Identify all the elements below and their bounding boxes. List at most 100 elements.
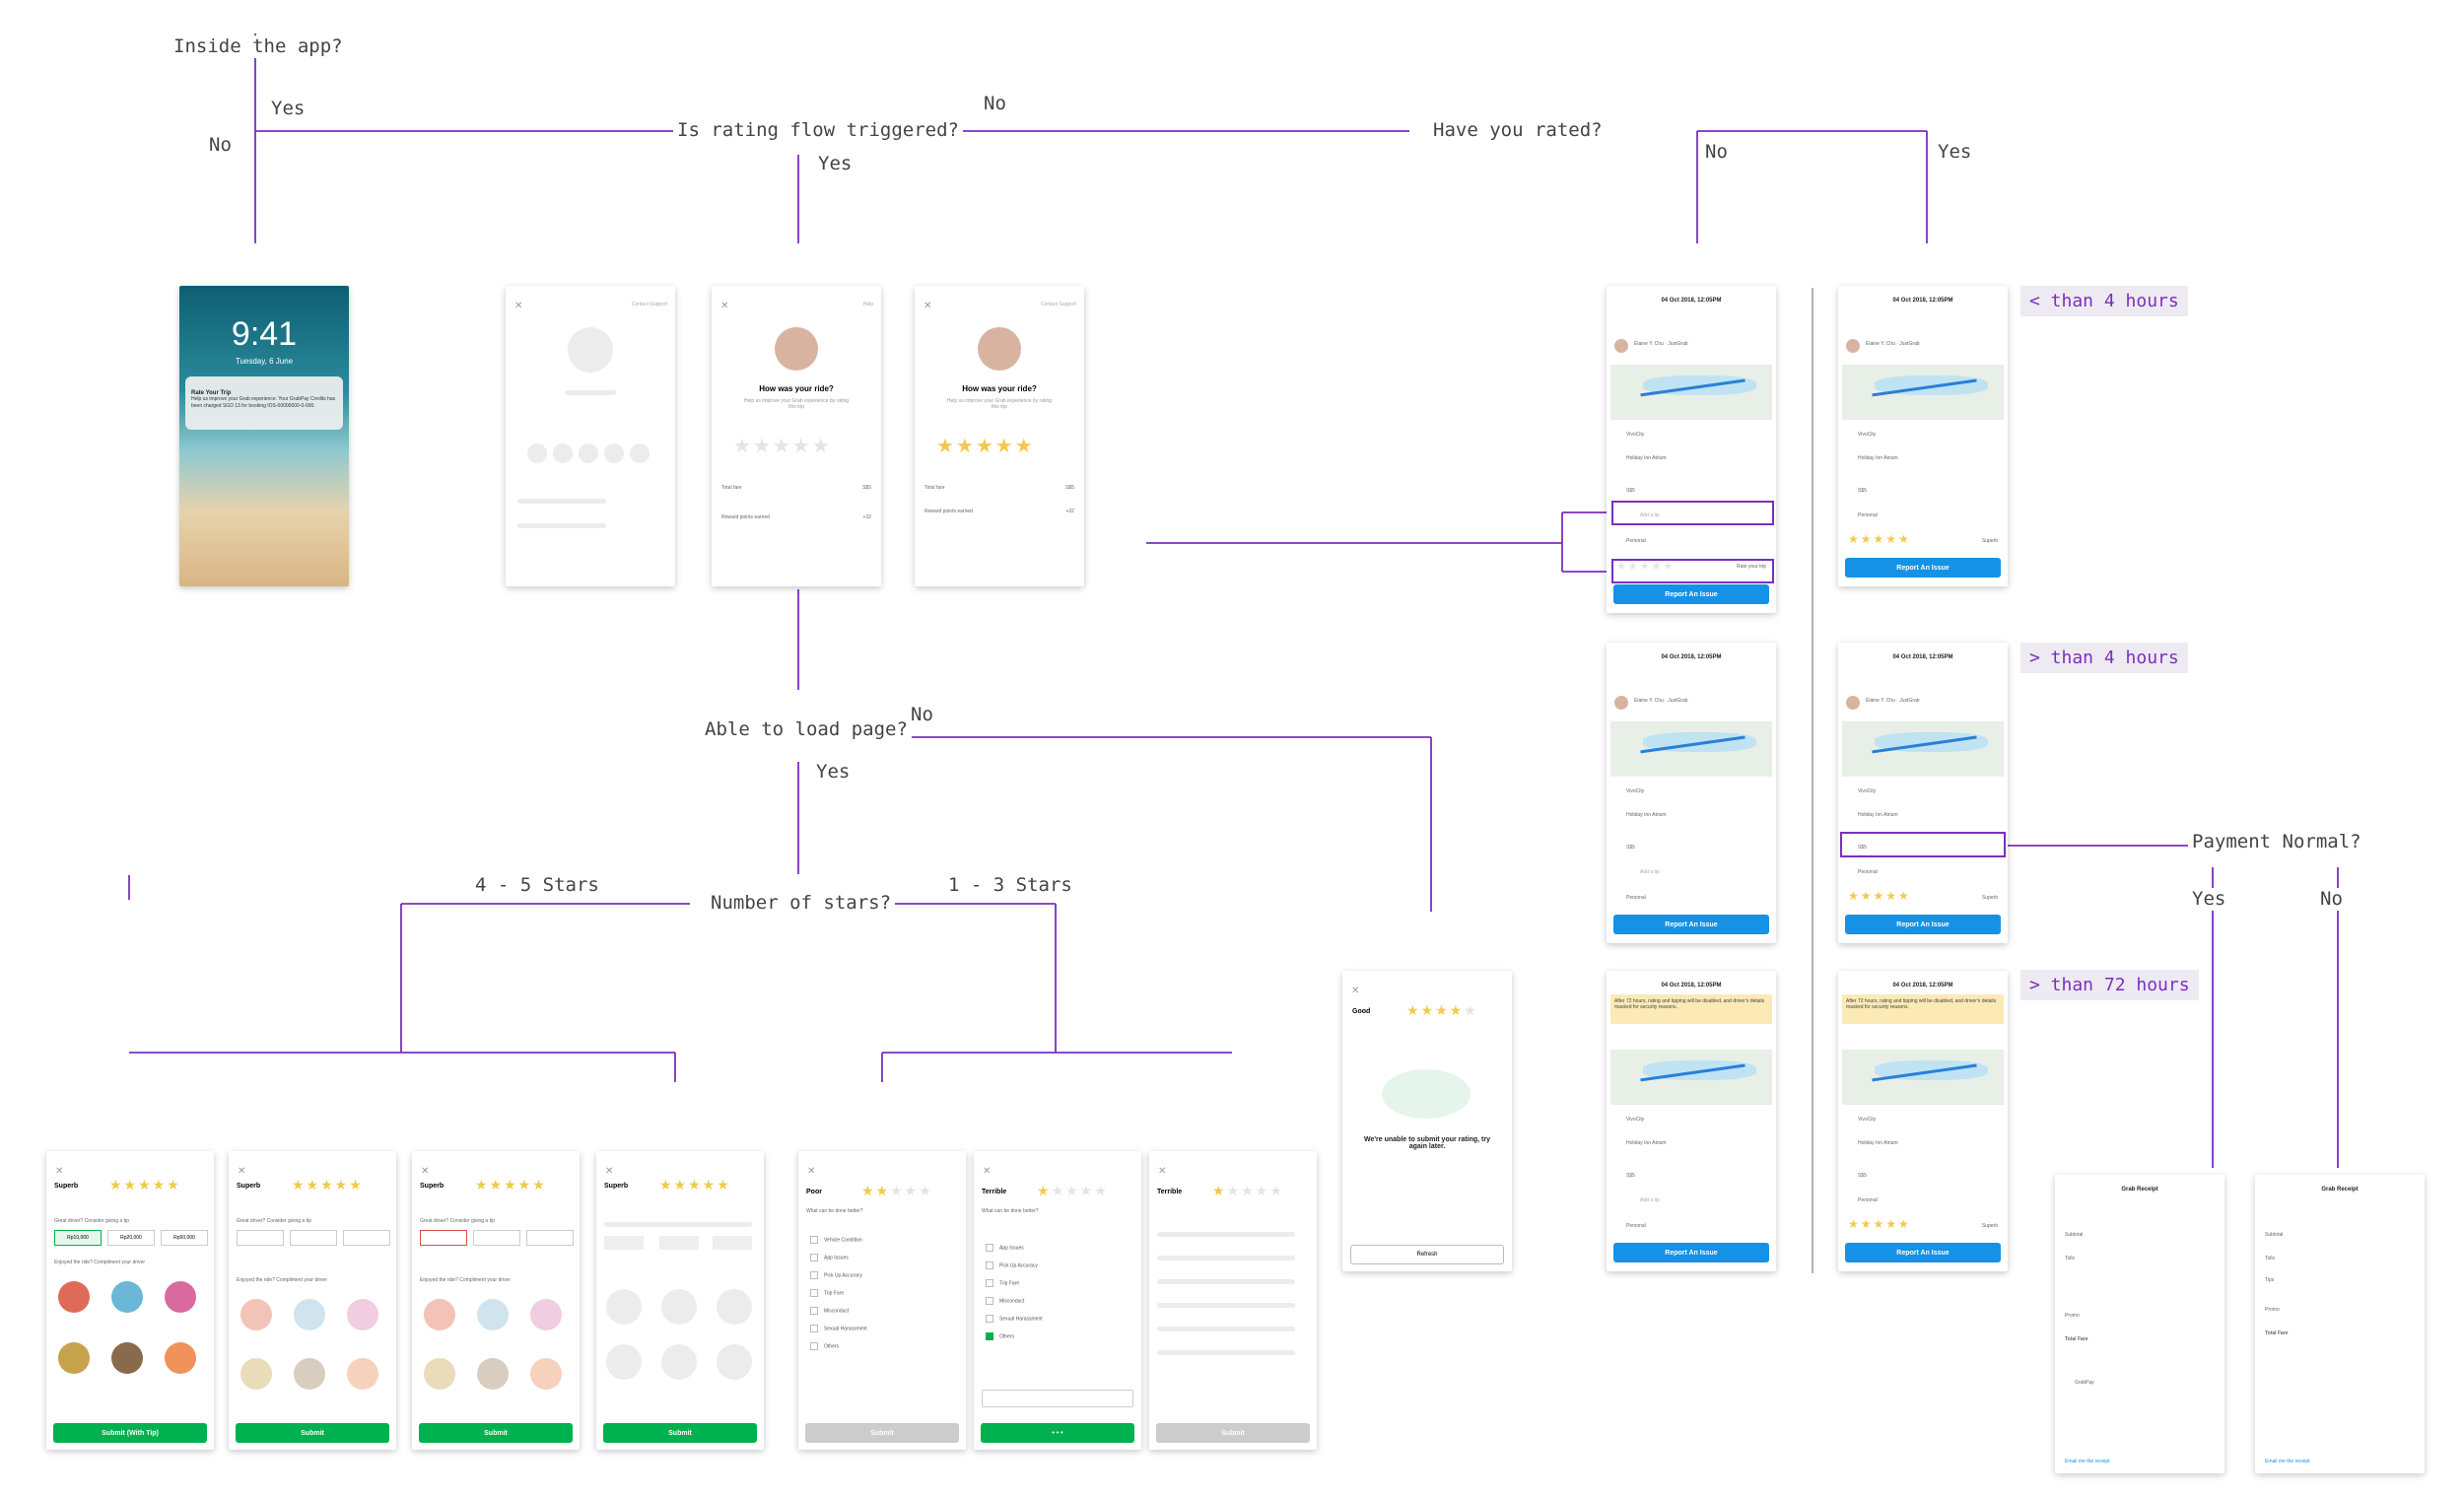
rating-screen-empty: ✕ Help How was your ride? Help us improv… — [712, 286, 881, 586]
tip-option-2[interactable]: Rp20,000 — [107, 1230, 155, 1246]
close-icon[interactable]: ✕ — [605, 1166, 614, 1177]
close-icon[interactable]: ✕ — [983, 1166, 992, 1177]
option-item[interactable]: Pick Up Accuracy — [810, 1271, 867, 1279]
total-label: Total Fare — [2265, 1330, 2289, 1336]
report-issue-button[interactable]: Report An Issue — [1613, 915, 1769, 934]
pickup-location: VivoCity — [1858, 432, 1877, 438]
rating-word: Superb — [1981, 538, 1998, 544]
email-receipt-link[interactable]: Email me the receipt — [2065, 1459, 2110, 1465]
compliment-clean-icon[interactable] — [424, 1299, 455, 1330]
tip-option-2[interactable] — [290, 1230, 337, 1246]
submit-loading-button[interactable]: • • • — [981, 1423, 1134, 1443]
selected-stars[interactable]: ★★★★★ — [475, 1177, 547, 1192]
close-icon[interactable]: ✕ — [1158, 1166, 1167, 1177]
tip-option-3[interactable] — [526, 1230, 574, 1246]
option-item[interactable]: Trip Fare — [810, 1289, 867, 1297]
help-link[interactable]: Help — [862, 302, 873, 307]
receipt-abnormal: Grab Receipt Subtotal Tolls Tips Promo T… — [2255, 1175, 2425, 1473]
payment-personal: Personal — [1626, 538, 1646, 544]
option-item[interactable]: Others — [986, 1332, 1043, 1340]
selected-stars[interactable]: ★★★★★ — [861, 1183, 933, 1198]
option-item[interactable]: Others — [810, 1342, 867, 1350]
option-item[interactable]: Vehicle Condition — [810, 1236, 867, 1244]
option-item[interactable]: Trip Fare — [986, 1279, 1043, 1287]
rate-notification[interactable]: Rate Your Trip Help us improve your Grab… — [185, 376, 343, 430]
compliment-personality-icon[interactable] — [111, 1281, 143, 1313]
close-icon[interactable]: ✕ — [1351, 986, 1360, 996]
compliment-music-icon[interactable] — [165, 1342, 196, 1374]
tip-option-1[interactable] — [237, 1230, 284, 1246]
close-icon[interactable]: ✕ — [55, 1166, 64, 1177]
submit-button[interactable]: Submit — [419, 1423, 573, 1443]
selected-stars[interactable]: ★★★★★ — [1037, 1183, 1109, 1198]
compliment-prepared-icon[interactable] — [530, 1299, 562, 1330]
total-fare-value: S$5 — [1065, 485, 1074, 491]
contact-support-link[interactable]: Contact Support — [631, 302, 667, 307]
compliment-helpful-icon[interactable] — [294, 1358, 325, 1390]
option-item[interactable]: Sexual Harassment — [986, 1315, 1043, 1323]
report-issue-button[interactable]: Report An Issue — [1845, 1243, 2001, 1262]
close-icon[interactable]: ✕ — [421, 1166, 430, 1177]
submit-button[interactable]: Submit — [236, 1423, 389, 1443]
close-icon[interactable]: ✕ — [924, 301, 932, 311]
selected-stars[interactable]: ★★★★★ — [292, 1177, 364, 1192]
selected-stars[interactable]: ★★★★★ — [1212, 1183, 1284, 1198]
subtotal-label: Subtotal — [2065, 1232, 2084, 1238]
compliment-vehicle-icon[interactable] — [424, 1358, 455, 1390]
report-issue-button[interactable]: Report An Issue — [1613, 1243, 1769, 1262]
report-issue-button[interactable]: Report An Issue — [1845, 558, 2001, 578]
option-item[interactable]: Pick Up Accuracy — [986, 1261, 1043, 1269]
star-rating-empty[interactable]: ★★★★★ — [733, 436, 832, 457]
compliment-vehicle-icon[interactable] — [240, 1358, 272, 1390]
tip-option-1[interactable]: Rp10,000 — [54, 1230, 102, 1246]
tip-option-2[interactable] — [473, 1230, 520, 1246]
option-item[interactable]: Misconduct — [986, 1297, 1043, 1305]
submit-button[interactable]: Submit — [805, 1423, 959, 1443]
compliment-helpful-icon[interactable] — [477, 1358, 509, 1390]
compliment-music-icon[interactable] — [530, 1358, 562, 1390]
compliment-helpful-icon[interactable] — [111, 1342, 143, 1374]
close-icon[interactable]: ✕ — [807, 1166, 816, 1177]
star-rating-full[interactable]: ★★★★★ — [936, 436, 1035, 457]
close-icon[interactable]: ✕ — [720, 301, 729, 311]
rate-stars[interactable]: ★★★★★ — [1616, 561, 1676, 573]
compliment-personality-icon[interactable] — [294, 1299, 325, 1330]
report-issue-button[interactable]: Report An Issue — [1613, 584, 1769, 604]
others-input[interactable] — [982, 1390, 1133, 1407]
add-tip-link[interactable]: Add a tip — [1640, 512, 1660, 518]
compliment-clean-icon[interactable] — [240, 1299, 272, 1330]
rating-word: Superb — [1981, 895, 1998, 901]
submit-with-tip-button[interactable]: Submit (With Tip) — [53, 1423, 207, 1443]
compliment-vehicle-icon[interactable] — [58, 1342, 90, 1374]
email-receipt-link[interactable]: Email me the receipt — [2265, 1459, 2310, 1465]
close-icon[interactable]: ✕ — [514, 301, 523, 311]
tip-option-1[interactable] — [420, 1230, 467, 1246]
rate-trip-label[interactable]: Rate your trip — [1736, 564, 1766, 570]
contact-support-link[interactable]: Contact Support — [1040, 302, 1076, 307]
rating-word: Superb — [54, 1183, 79, 1190]
option-item[interactable]: Misconduct — [810, 1307, 867, 1315]
compliment-clean-icon[interactable] — [58, 1281, 90, 1313]
submit-button[interactable]: Submit — [603, 1423, 757, 1443]
option-item[interactable]: App Issues — [986, 1244, 1043, 1252]
compliment-personality-icon[interactable] — [477, 1299, 509, 1330]
compliment-music-icon[interactable] — [347, 1358, 378, 1390]
add-tip-link[interactable]: Add a tip — [1640, 869, 1660, 875]
submit-button[interactable]: Submit — [1156, 1423, 1310, 1443]
compliment-prepared-icon[interactable] — [165, 1281, 196, 1313]
report-issue-button[interactable]: Report An Issue — [1845, 915, 2001, 934]
tips-label: Tips — [2265, 1277, 2275, 1283]
option-item[interactable]: App Issues — [810, 1254, 867, 1261]
add-tip-link[interactable]: Add a tip — [1640, 1197, 1660, 1203]
option-item[interactable]: Sexual Harassment — [810, 1325, 867, 1332]
pickup-location: VivoCity — [1626, 432, 1645, 438]
trip-detail-72h: 04 Oct 2018, 12:05PM After 72 hours, rat… — [1607, 971, 1776, 1271]
refresh-button[interactable]: Refresh — [1350, 1245, 1504, 1264]
selected-stars[interactable]: ★★★★★ — [109, 1177, 181, 1192]
close-icon[interactable]: ✕ — [238, 1166, 246, 1177]
tip-option-3[interactable] — [343, 1230, 390, 1246]
selected-stars[interactable]: ★★★★★ — [659, 1177, 731, 1192]
tip-option-3[interactable]: Rp50,000 — [161, 1230, 208, 1246]
rating-word: Superb — [420, 1183, 445, 1190]
compliment-prepared-icon[interactable] — [347, 1299, 378, 1330]
